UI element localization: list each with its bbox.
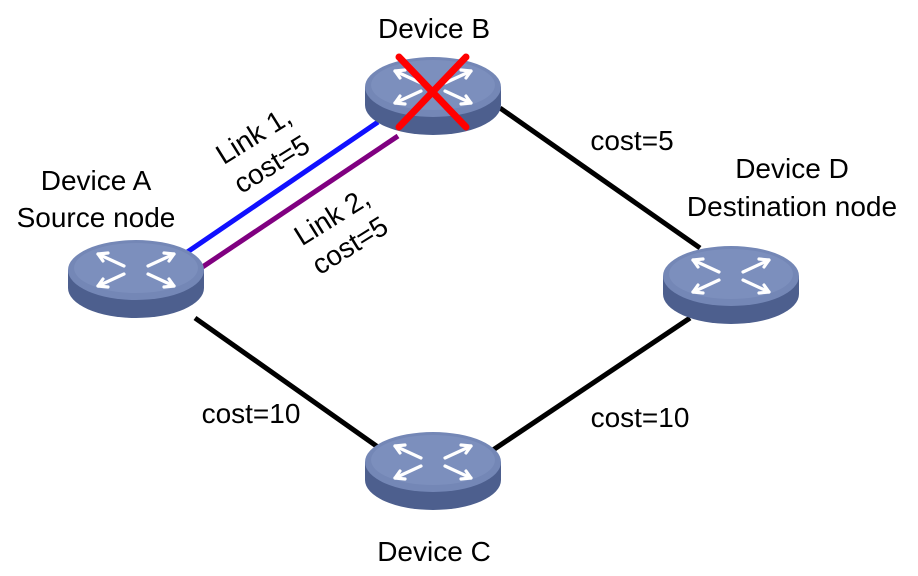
device-b-name: Device B xyxy=(378,13,490,44)
device-c-name: Device C xyxy=(377,536,491,567)
device-a-name: Device A xyxy=(41,165,152,196)
link-a-c-cost: cost=10 xyxy=(202,398,301,429)
device-d-router-icon xyxy=(661,244,801,326)
link-b-d xyxy=(498,105,702,251)
device-a-router-icon xyxy=(66,238,206,320)
link-1-label: Link 1, cost=5 xyxy=(210,100,315,199)
device-c-router-icon xyxy=(363,430,503,512)
link-c-d xyxy=(488,315,692,455)
link-a-c xyxy=(193,315,387,455)
device-d-role: Destination node xyxy=(687,191,897,222)
link-b-d-cost: cost=5 xyxy=(590,125,673,156)
device-d-name: Device D xyxy=(735,153,849,184)
device-a-role: Source node xyxy=(17,202,176,233)
failure-cross-icon xyxy=(395,53,470,131)
link-1-line xyxy=(181,119,380,258)
link-2-line xyxy=(196,133,400,273)
link-c-d-cost: cost=10 xyxy=(591,402,690,433)
